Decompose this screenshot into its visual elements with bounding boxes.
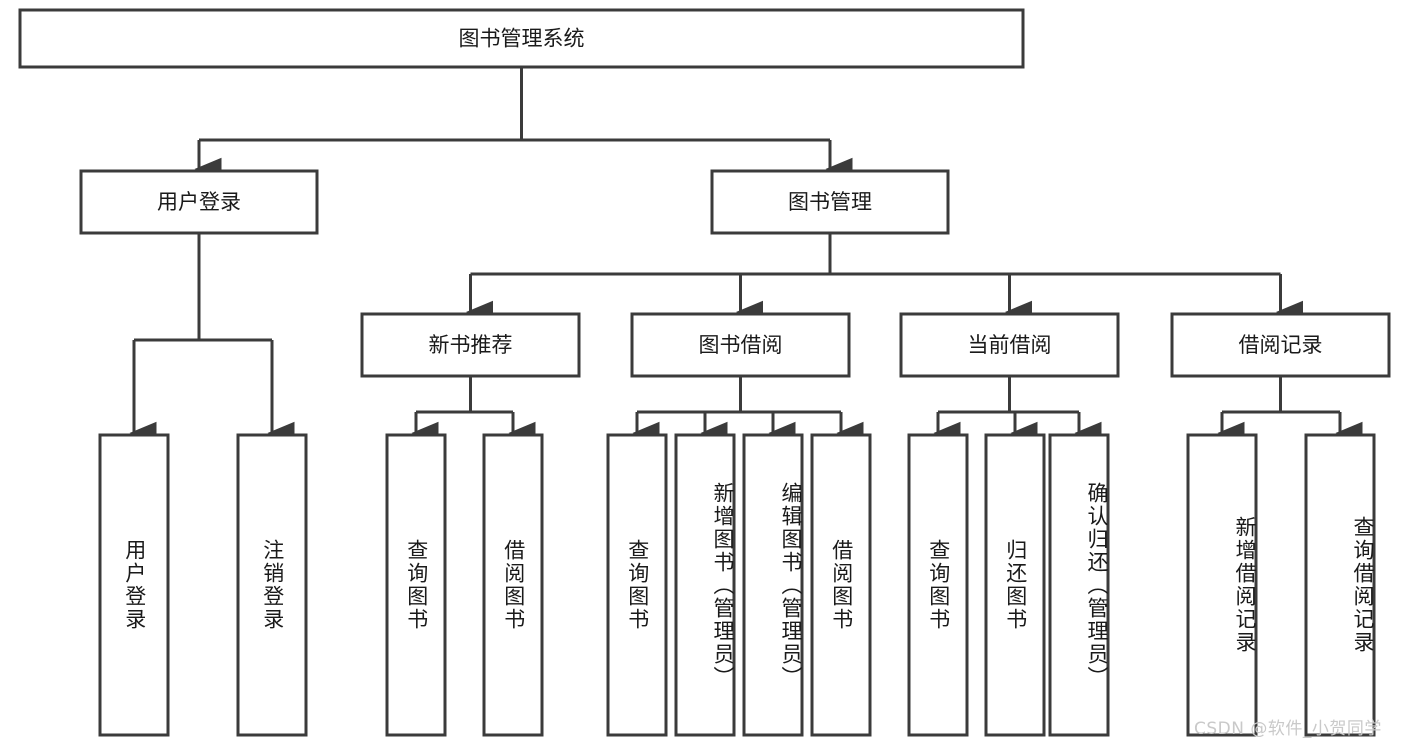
csdn-watermark: CSDN @软件_小贺同学: [1194, 719, 1382, 739]
node-label-book-mgmt: 图书管理: [788, 190, 872, 214]
node-label-current-borrow: 当前借阅: [968, 333, 1052, 357]
node-leaf-query-record[interactable]: [1304, 433, 1376, 737]
node-leaf-add-book[interactable]: [674, 433, 736, 737]
node-leaf-add-record[interactable]: [1186, 433, 1258, 737]
node-user-login[interactable]: [79, 169, 319, 235]
node-label-user-login: 用户登录: [157, 190, 241, 214]
node-book-mgmt[interactable]: [710, 169, 950, 235]
node-label-new-book-rec: 新书推荐: [429, 333, 513, 357]
node-borrow-record[interactable]: [1170, 312, 1391, 378]
node-book-borrow[interactable]: [630, 312, 851, 378]
connectors-layer: [129, 67, 1363, 445]
node-leaf-edit-book[interactable]: [742, 433, 804, 737]
node-label-root: 图书管理系统: [459, 27, 585, 51]
node-leaf-borrow-book-1[interactable]: [482, 433, 544, 737]
node-root-root[interactable]: [18, 8, 1025, 69]
node-leaf-query-book-3[interactable]: [907, 433, 969, 737]
node-label-borrow-record: 借阅记录: [1239, 333, 1323, 357]
node-new-book-rec[interactable]: [360, 312, 581, 378]
node-leaf-confirm-return[interactable]: [1048, 433, 1110, 737]
node-leaf-user-logout[interactable]: [236, 433, 308, 737]
node-leaf-return-book[interactable]: [984, 433, 1046, 737]
node-leaf-query-book-2[interactable]: [606, 433, 668, 737]
node-label-book-borrow: 图书借阅: [699, 333, 783, 357]
node-leaf-query-book-1[interactable]: [385, 433, 447, 737]
boxes-layer: [18, 8, 1391, 737]
node-leaf-user-login[interactable]: [98, 433, 170, 737]
node-leaf-borrow-book-2[interactable]: [810, 433, 872, 737]
node-current-borrow[interactable]: [899, 312, 1120, 378]
